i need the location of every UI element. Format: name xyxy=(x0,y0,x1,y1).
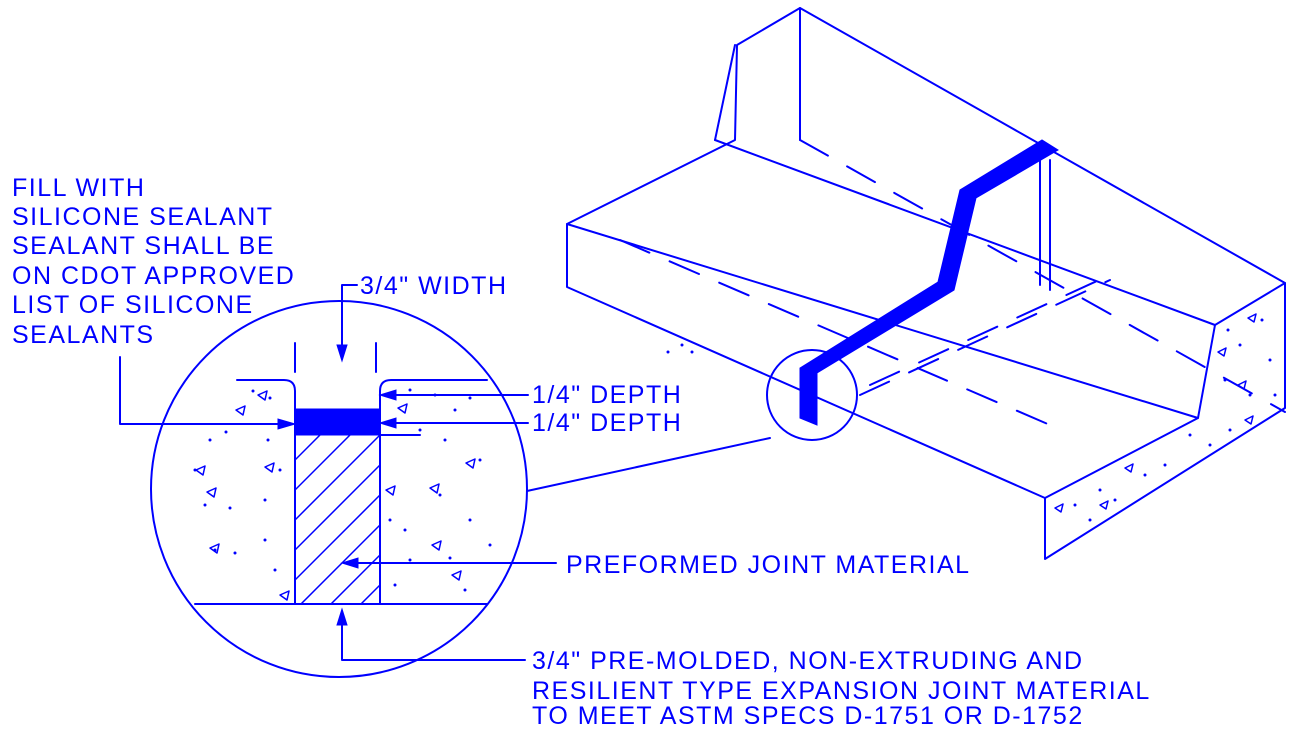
depth-top-label: 1/4" DEPTH xyxy=(532,381,682,409)
enlarged-joint-detail xyxy=(150,300,528,678)
fill-note-arrow xyxy=(277,418,297,430)
left-slab-edge xyxy=(236,379,296,605)
detail-concrete-stipple xyxy=(193,388,492,601)
fill-note-line-1: FILL WITH xyxy=(12,174,145,202)
preformed-label: PREFORMED JOINT MATERIAL xyxy=(566,551,971,579)
hidden-line-upper xyxy=(799,139,1286,413)
fill-note-text: FILL WITH SILICONE SEALANT SEALANT SHALL… xyxy=(12,174,295,349)
depth-bottom-leader xyxy=(379,422,529,436)
width-extension-lines xyxy=(294,342,377,373)
depth-bottom-label: 1/4" DEPTH xyxy=(532,409,682,437)
width-label: 3/4" WIDTH xyxy=(360,272,508,300)
depth-top-arrow xyxy=(378,389,397,401)
sealed-joint-band xyxy=(799,139,1059,426)
fill-note-line-3: SEALANT SHALL BE xyxy=(12,232,275,260)
fill-note-line-4: ON CDOT APPROVED xyxy=(12,262,295,290)
curb-face xyxy=(714,44,1216,419)
spec-note-leader xyxy=(341,624,526,661)
fill-note-leader xyxy=(119,356,281,425)
fill-note-line-6: SEALANTS xyxy=(12,321,155,349)
spec-note-line-2: RESILIENT TYPE EXPANSION JOINT MATERIAL xyxy=(532,677,1151,705)
right-slab-edge xyxy=(379,379,488,605)
spec-note-text: 3/4" PRE-MOLDED, NON-EXTRUDING AND RESIL… xyxy=(532,647,1151,729)
isometric-curb-gutter xyxy=(566,7,1286,560)
concrete-stipple-end xyxy=(1054,313,1277,522)
spec-note-line-1: 3/4" PRE-MOLDED, NON-EXTRUDING AND xyxy=(532,647,1084,675)
fill-note-line-5: LIST OF SILICONE xyxy=(12,291,254,319)
silicone-sealant-block xyxy=(294,408,381,436)
spec-note-line-3: TO MEET ASTM SPECS D-1751 OR D-1752 xyxy=(532,702,1084,729)
preformed-joint-hatch xyxy=(295,435,380,604)
hidden-line-gutter-1 xyxy=(859,279,1111,396)
depth-bottom-arrow xyxy=(378,417,397,429)
width-leader xyxy=(341,284,358,346)
joint-side-lines xyxy=(1039,154,1051,291)
detail-callout-circle xyxy=(766,349,858,441)
detail-leader-line xyxy=(526,437,771,492)
hidden-line-lower xyxy=(619,239,1051,426)
width-arrow xyxy=(336,344,348,363)
preformed-arrow xyxy=(340,557,359,569)
curb-outline xyxy=(566,7,1286,560)
fill-note-line-2: SILICONE SEALANT xyxy=(12,203,274,231)
leaders xyxy=(119,284,557,661)
detail-circle xyxy=(150,300,528,678)
spec-note-arrow xyxy=(336,607,348,626)
hidden-line-gutter-2 xyxy=(869,274,1111,386)
gutter-flowline xyxy=(566,223,1199,499)
